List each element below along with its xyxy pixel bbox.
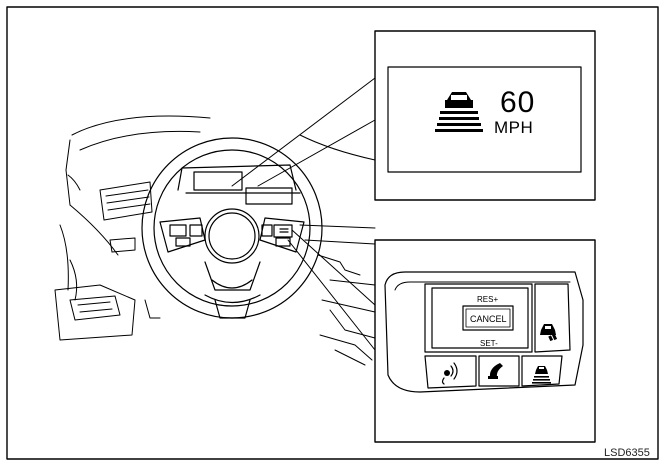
figure-code: LSD6355 bbox=[604, 447, 650, 459]
cruise-main-icon bbox=[532, 366, 551, 384]
switch-panel-inset bbox=[374, 239, 596, 443]
callout-leaders bbox=[231, 77, 376, 351]
cancel-label: CANCEL bbox=[470, 314, 507, 324]
meter-display-screen bbox=[387, 66, 582, 173]
phone-icon bbox=[488, 363, 503, 379]
set-label: SET- bbox=[480, 339, 498, 348]
figure-border bbox=[6, 6, 659, 460]
display-inset bbox=[374, 30, 596, 201]
intelligent-cruise-control-icon bbox=[435, 92, 483, 132]
set-speed-value: 60 bbox=[500, 86, 536, 119]
display-inset-border bbox=[374, 30, 596, 201]
distance-icon bbox=[540, 324, 558, 342]
switch-inset-border bbox=[374, 239, 596, 443]
steering-wheel bbox=[141, 137, 323, 319]
set-speed-unit: MPH bbox=[494, 118, 534, 137]
dashboard-illustration bbox=[54, 115, 376, 366]
cancel-button bbox=[462, 305, 514, 331]
res-label: RES+ bbox=[477, 295, 499, 304]
voice-icon bbox=[441, 362, 458, 385]
